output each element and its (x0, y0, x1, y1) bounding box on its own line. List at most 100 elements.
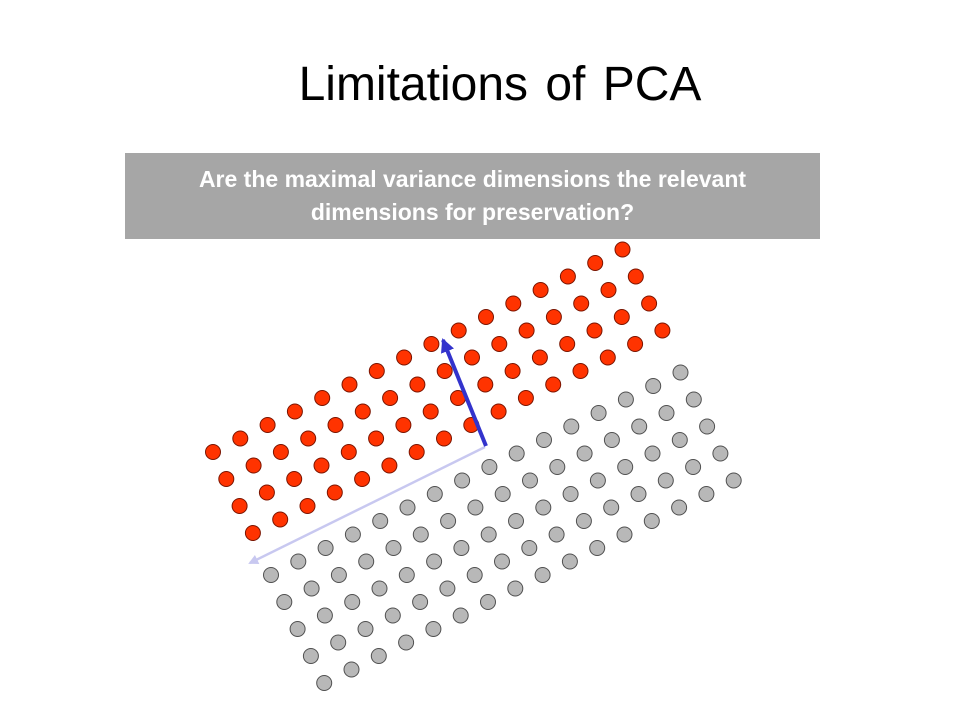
red-class-point (422, 403, 439, 420)
red-class-point (627, 336, 644, 352)
gray-class-point (372, 513, 389, 529)
gray-class-point (643, 513, 660, 529)
gray-class-point (371, 580, 388, 597)
gray-class-point (426, 486, 443, 502)
red-class-point (381, 457, 398, 474)
gray-class-point (412, 526, 429, 543)
gray-class-point (657, 472, 674, 489)
gray-class-point (289, 621, 306, 637)
red-class-point (572, 363, 589, 379)
red-class-point (368, 363, 385, 379)
red-class-point (259, 417, 276, 433)
gray-class-point (589, 472, 606, 489)
gray-class-point (494, 486, 511, 502)
slide-title: Limitations of PCA (298, 58, 702, 111)
gray-class-point (453, 540, 470, 556)
red-class-point (545, 376, 562, 393)
gray-class-point (561, 553, 578, 570)
gray-class-point (370, 648, 387, 664)
red-class-point (408, 444, 425, 460)
red-class-point (232, 430, 249, 447)
red-class-point (396, 349, 413, 366)
red-class-point (478, 309, 494, 325)
question-text: Are the maximal variance dimensions the … (198, 166, 747, 225)
red-class-point (450, 322, 467, 339)
gray-class-point (575, 513, 592, 529)
gray-class-point (399, 499, 416, 516)
gray-class-point (534, 567, 551, 583)
gray-class-point (466, 567, 483, 583)
gray-class-point (617, 391, 634, 408)
gray-class-point (316, 675, 333, 691)
gray-class-point (317, 540, 334, 556)
red-class-point (340, 444, 357, 460)
gray-class-point (521, 540, 538, 556)
red-class-point (586, 322, 603, 339)
gray-class-point (589, 540, 606, 556)
gray-class-point (494, 553, 510, 570)
gray-class-point (644, 445, 661, 462)
gray-class-point (671, 432, 688, 448)
gray-class-point (384, 607, 401, 624)
red-class-point (613, 309, 630, 325)
red-class-point (272, 511, 289, 528)
gray-class-point (590, 405, 607, 421)
gray-class-point (344, 526, 361, 543)
red-class-point (573, 295, 590, 312)
red-class-point (614, 241, 631, 258)
red-class-point (654, 322, 671, 339)
gray-class-point (712, 445, 729, 462)
red-class-point (532, 282, 549, 298)
red-class-point (545, 309, 562, 325)
red-class-point (314, 390, 331, 406)
gray-class-point (412, 594, 429, 610)
gray-class-point (699, 418, 716, 435)
gray-class-point (508, 513, 524, 529)
gray-class-point (454, 472, 471, 489)
gray-class-point (330, 567, 347, 583)
gray-class-point (631, 418, 648, 435)
gray-class-point (385, 540, 402, 556)
gray-class-point (467, 499, 484, 516)
gray-class-point (440, 513, 457, 529)
red-class-point (505, 295, 522, 312)
red-class-point (327, 417, 344, 433)
red-class-point (518, 322, 535, 339)
discriminative-arrow (441, 338, 488, 447)
gray-class-point (685, 459, 702, 475)
red-class-point (272, 444, 289, 460)
red-class-point (313, 457, 330, 474)
gray-class-point (549, 459, 566, 475)
gray-class-point (398, 567, 415, 583)
question-box: Are the maximal variance dimensions the … (125, 153, 820, 239)
gray-class-point (698, 486, 715, 502)
red-class-point (490, 403, 507, 420)
red-class-point (286, 471, 303, 487)
gray-class-point (508, 445, 525, 462)
red-class-point (559, 336, 576, 352)
gray-class-points (263, 364, 742, 691)
red-class-point (409, 376, 426, 393)
gray-class-point (658, 405, 675, 421)
red-class-point (244, 525, 261, 541)
gray-class-point (439, 580, 456, 597)
red-class-point (326, 484, 343, 501)
red-class-point (382, 390, 399, 406)
red-class-point (354, 471, 371, 487)
gray-class-point (344, 594, 361, 610)
gray-class-point (603, 499, 620, 516)
red-class-point (205, 444, 221, 460)
gray-class-point (425, 621, 442, 637)
red-class-point (231, 498, 248, 514)
red-class-point (600, 282, 617, 298)
gray-class-point (725, 472, 742, 489)
gray-class-point (563, 418, 580, 435)
gray-class-point (645, 378, 662, 394)
gray-class-point (357, 621, 374, 637)
red-class-point (218, 471, 235, 487)
gray-class-point (685, 391, 702, 408)
red-class-point (368, 430, 385, 447)
gray-class-point (603, 432, 620, 448)
gray-class-point (672, 364, 689, 381)
